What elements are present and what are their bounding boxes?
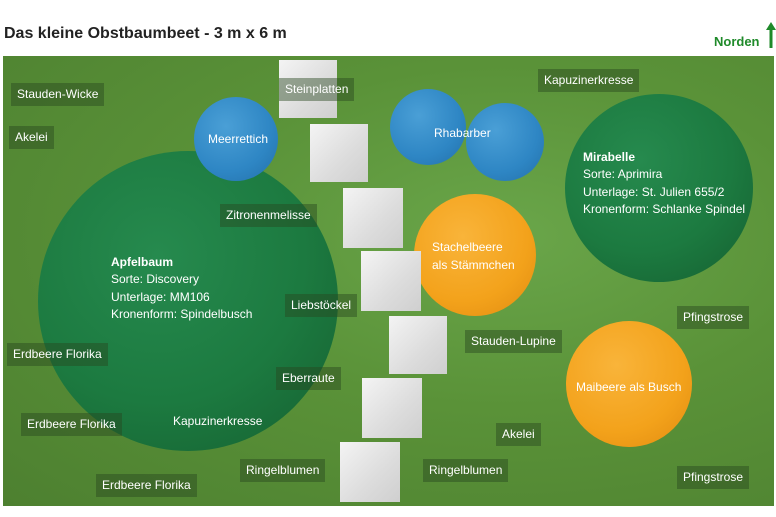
apfelbaum-name: Apfelbaum (111, 255, 174, 269)
label-pfingstrose-top: Pfingstrose (677, 306, 750, 329)
label-ringelblumen-right: Ringelblumen (423, 459, 509, 482)
stepping-stone (340, 442, 400, 502)
label-maibeere: Maibeere als Busch (576, 380, 682, 394)
label-stauden-wicke: Stauden-Wicke (11, 83, 105, 106)
stepping-stone (279, 60, 337, 118)
label-kapuzinerkresse-bottom: Kapuzinerkresse (173, 414, 263, 428)
mirabelle-crown (565, 94, 753, 282)
label-akelei-right: Akelei (496, 423, 541, 446)
stepping-stone (361, 251, 421, 311)
north-indicator: Norden (714, 22, 776, 52)
label-steinplatten: Steinplatten (279, 78, 355, 101)
mirabelle-kronenform: Kronenform: Schlanke Spindel (583, 202, 746, 217)
mirabelle-info: Mirabelle Sorte: Aprimira Unterlage: St.… (583, 149, 745, 219)
label-stachelbeere-2: als Stämmchen (432, 258, 515, 272)
maibeere-circle (566, 321, 692, 447)
apfelbaum-crown (38, 151, 338, 451)
stachelbeere-circle (414, 194, 536, 316)
apfelbaum-unterlage: Unterlage: MM106 (111, 289, 210, 304)
mirabelle-unterlage: Unterlage: St. Julien 655/2 (583, 184, 725, 199)
north-label: Norden (714, 34, 760, 49)
meerrettich-circle (194, 97, 278, 181)
stepping-stone (310, 124, 368, 182)
stepping-stone (389, 316, 447, 374)
rhabarber-circle-1 (390, 89, 466, 165)
page-title: Das kleine Obstbaumbeet - 3 m x 6 m (4, 25, 287, 42)
mirabelle-sorte: Sorte: Aprimira (583, 167, 663, 182)
apfelbaum-info: Apfelbaum Sorte: Discovery Unterlage: MM… (111, 254, 252, 324)
stepping-stone (362, 378, 422, 438)
label-pfingstrose-bottom: Pfingstrose (677, 466, 750, 489)
apfelbaum-sorte: Sorte: Discovery (111, 272, 200, 287)
label-akelei-left: Akelei (9, 126, 54, 149)
label-ringelblumen-left: Ringelblumen (240, 459, 326, 482)
label-meerrettich: Meerrettich (208, 132, 269, 146)
label-rhabarber: Rhabarber (434, 126, 491, 140)
label-kapuzinerkresse-top: Kapuzinerkresse (538, 69, 640, 92)
stepping-stone (343, 188, 403, 248)
label-liebstoeckel: Liebstöckel (285, 294, 358, 317)
label-zitronenmelisse: Zitronenmelisse (220, 204, 317, 227)
label-stauden-lupine: Stauden-Lupine (465, 330, 562, 353)
rhabarber-circle-2 (466, 103, 544, 181)
garden-bed: Apfelbaum Sorte: Discovery Unterlage: MM… (3, 56, 774, 506)
label-erdbeere-3: Erdbeere Florika (96, 474, 197, 497)
north-arrow-icon (766, 22, 776, 48)
label-erdbeere-2: Erdbeere Florika (21, 413, 122, 436)
label-erdbeere-1: Erdbeere Florika (7, 343, 108, 366)
mirabelle-name: Mirabelle (583, 150, 636, 164)
apfelbaum-kronenform: Kronenform: Spindelbusch (111, 307, 253, 322)
label-stachelbeere-1: Stachelbeere (432, 240, 503, 254)
label-eberraute: Eberraute (276, 367, 341, 390)
